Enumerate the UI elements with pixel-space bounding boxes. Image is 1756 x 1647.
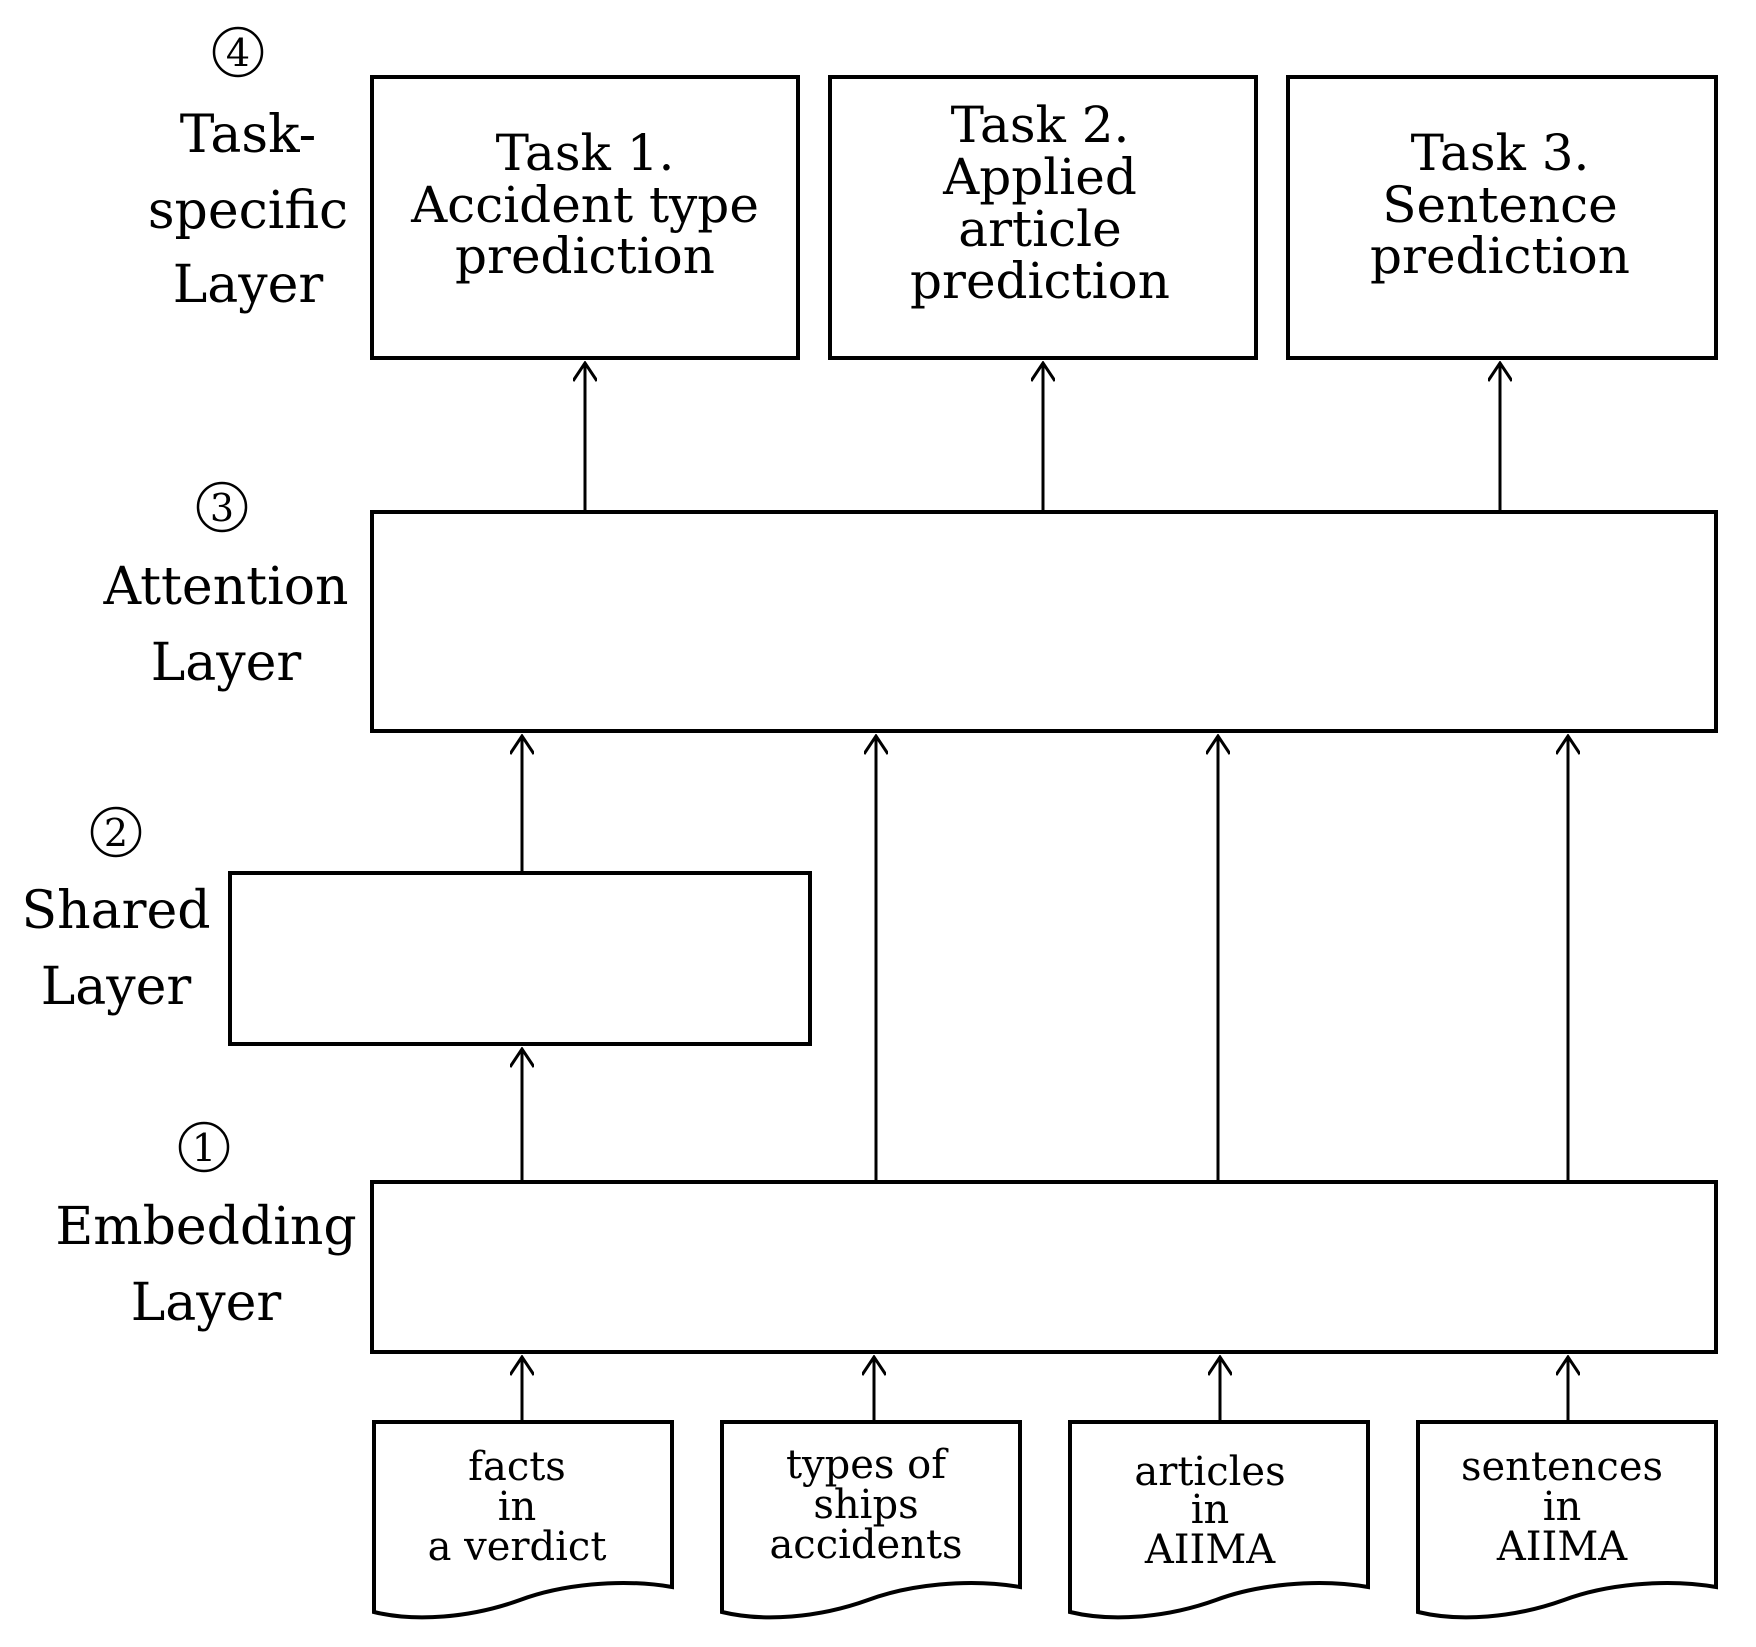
layer-number-circle [196, 481, 248, 533]
input-label-line: accidents [769, 1522, 962, 1568]
attention-layer-label: 3 Attention Layer [102, 481, 349, 693]
input-label-line: a verdict [428, 1524, 607, 1570]
layer-label-line: Task- [180, 105, 317, 165]
layer-number: 2 [104, 811, 128, 855]
input-label-line: AIIMA [1144, 1527, 1276, 1573]
task-label-line: Sentence [1382, 176, 1618, 234]
layer-number-circle [212, 26, 264, 78]
input-document-3: articles in AIIMA [1068, 1420, 1370, 1620]
layer-number: 3 [210, 486, 234, 530]
input-label-line: in [498, 1484, 537, 1530]
task-label-line: prediction [1370, 227, 1630, 285]
task-label-line: prediction [910, 252, 1170, 310]
task-2-box: Task 2. Applied article prediction [828, 75, 1258, 360]
input-label-line: in [1543, 1484, 1582, 1530]
document-icon [1416, 1420, 1718, 1620]
layer-label-line: Attention [102, 557, 348, 617]
task-label-line: Task 2. [951, 96, 1130, 154]
task-1-box: Task 1. Accident type prediction [370, 75, 800, 360]
input-label-line: sentences [1461, 1444, 1663, 1490]
embedding-layer-box [370, 1180, 1718, 1354]
input-label-line: types of [786, 1442, 949, 1488]
layer-label-line: Layer [151, 633, 302, 693]
task-label-line: Task 1. [496, 124, 675, 182]
task-label-line: prediction [455, 227, 715, 285]
input-label-line: in [1191, 1487, 1230, 1533]
input-label-line: ships [813, 1482, 918, 1528]
shared-layer-label: 2 Shared Layer [21, 806, 211, 1017]
layer-label-line: Shared [21, 881, 210, 941]
input-document-2: types of ships accidents [720, 1420, 1022, 1620]
input-document-4: sentences in AIIMA [1416, 1420, 1718, 1620]
task-specific-layer-label: 4 Task- specific Layer [148, 26, 348, 315]
input-label-line: AIIMA [1496, 1524, 1628, 1570]
document-icon [720, 1420, 1022, 1620]
layer-label-line: specific [148, 181, 348, 241]
layer-label-line: Layer [131, 1273, 282, 1333]
attention-layer-box [370, 510, 1718, 733]
input-label-line: facts [468, 1444, 566, 1490]
layer-number-circle [90, 806, 142, 858]
document-icon [1068, 1420, 1370, 1620]
layer-number: 1 [192, 1126, 216, 1170]
task-label-line: Accident type [410, 176, 759, 234]
task-label-line: Task 3. [1411, 124, 1590, 182]
input-label-line: articles [1134, 1449, 1285, 1495]
layer-label-line: Layer [173, 255, 324, 315]
layer-number-circle [178, 1121, 230, 1173]
task-label-line: Applied [942, 148, 1137, 206]
input-document-1: facts in a verdict [372, 1420, 674, 1620]
layer-label-line: Layer [41, 957, 192, 1017]
task-3-box: Task 3. Sentence prediction [1286, 75, 1718, 360]
shared-layer-box [228, 871, 812, 1046]
document-icon [372, 1420, 674, 1620]
embedding-layer-label: 1 Embedding Layer [55, 1121, 357, 1333]
layer-label-line: Embedding [55, 1197, 356, 1257]
task-label-line: article [958, 200, 1121, 258]
layer-number: 4 [226, 31, 250, 75]
